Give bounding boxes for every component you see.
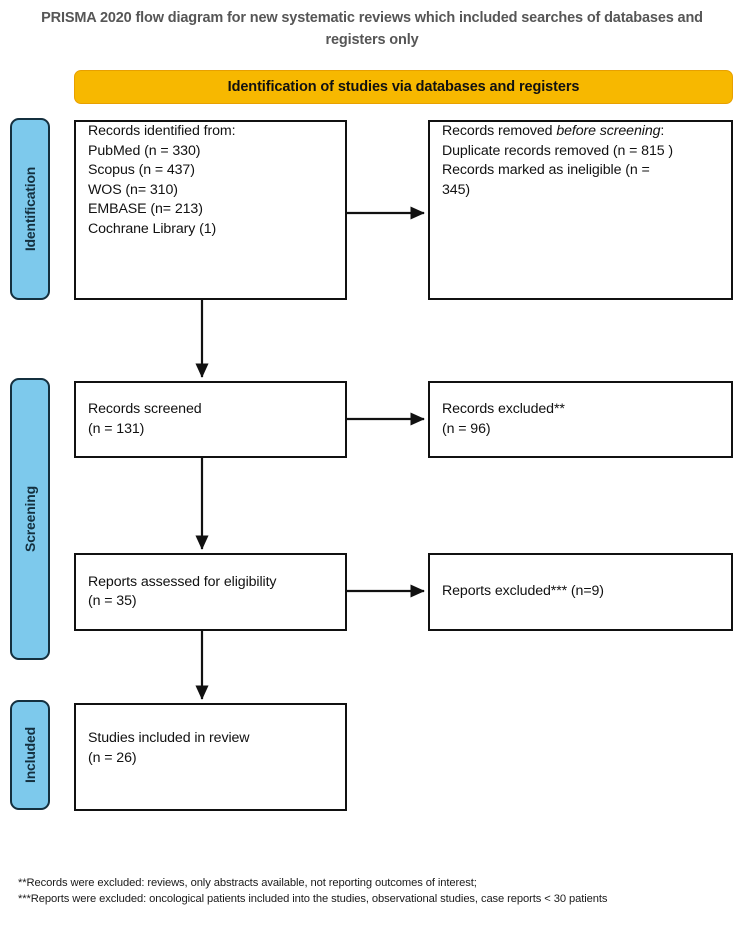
box-records-removed-before-screening: Records removed before screening: Duplic… bbox=[428, 120, 733, 300]
stage-tab-identification: Identification bbox=[10, 118, 50, 300]
section-header-label: Identification of studies via databases … bbox=[227, 79, 580, 95]
stage-tab-screening: Screening bbox=[10, 378, 50, 660]
box-records-removed-heading-suffix: : bbox=[660, 123, 665, 139]
box-reports-assessed-text: Reports assessed for eligibility (n = 35… bbox=[88, 573, 277, 610]
box-records-removed-heading: Records removed before screening: bbox=[442, 122, 719, 142]
box-reports-assessed-for-eligibility: Reports assessed for eligibility (n = 35… bbox=[74, 553, 347, 631]
footnote-reports-excluded: ***Reports were excluded: oncological pa… bbox=[18, 893, 608, 905]
stage-tab-screening-label: Screening bbox=[22, 486, 39, 552]
page-title: PRISMA 2020 flow diagram for new systema… bbox=[41, 10, 703, 48]
box-reports-excluded: Reports excluded*** (n=9) bbox=[428, 553, 733, 631]
box-records-removed-heading-prefix: Records removed bbox=[442, 123, 557, 139]
box-records-excluded-text: Records excluded** (n = 96) bbox=[442, 401, 565, 437]
box-records-identified-text: Records identified from: PubMed (n = 330… bbox=[88, 123, 236, 237]
footnote-records-excluded: **Records were excluded: reviews, only a… bbox=[18, 877, 477, 889]
stage-tab-identification-label: Identification bbox=[22, 166, 38, 252]
box-records-removed-text: Duplicate records removed (n = 815 ) Rec… bbox=[442, 142, 673, 198]
stage-tab-included-label: Included bbox=[22, 727, 38, 783]
box-records-excluded: Records excluded** (n = 96) bbox=[428, 381, 733, 458]
footnotes: **Records were excluded: reviews, only a… bbox=[18, 875, 730, 907]
box-reports-excluded-text: Reports excluded*** (n=9) bbox=[442, 583, 604, 600]
box-records-identified: Records identified from: PubMed (n = 330… bbox=[74, 120, 347, 300]
box-studies-included-in-review: Studies included in review (n = 26) bbox=[74, 703, 347, 811]
stage-tab-included: Included bbox=[10, 700, 50, 810]
box-records-screened: Records screened (n = 131) bbox=[74, 381, 347, 458]
box-studies-included-text: Studies included in review (n = 26) bbox=[88, 730, 250, 766]
section-header-identification: Identification of studies via databases … bbox=[74, 70, 733, 104]
box-records-screened-text: Records screened (n = 131) bbox=[88, 401, 202, 437]
box-records-removed-heading-italic: before screening bbox=[556, 123, 661, 139]
